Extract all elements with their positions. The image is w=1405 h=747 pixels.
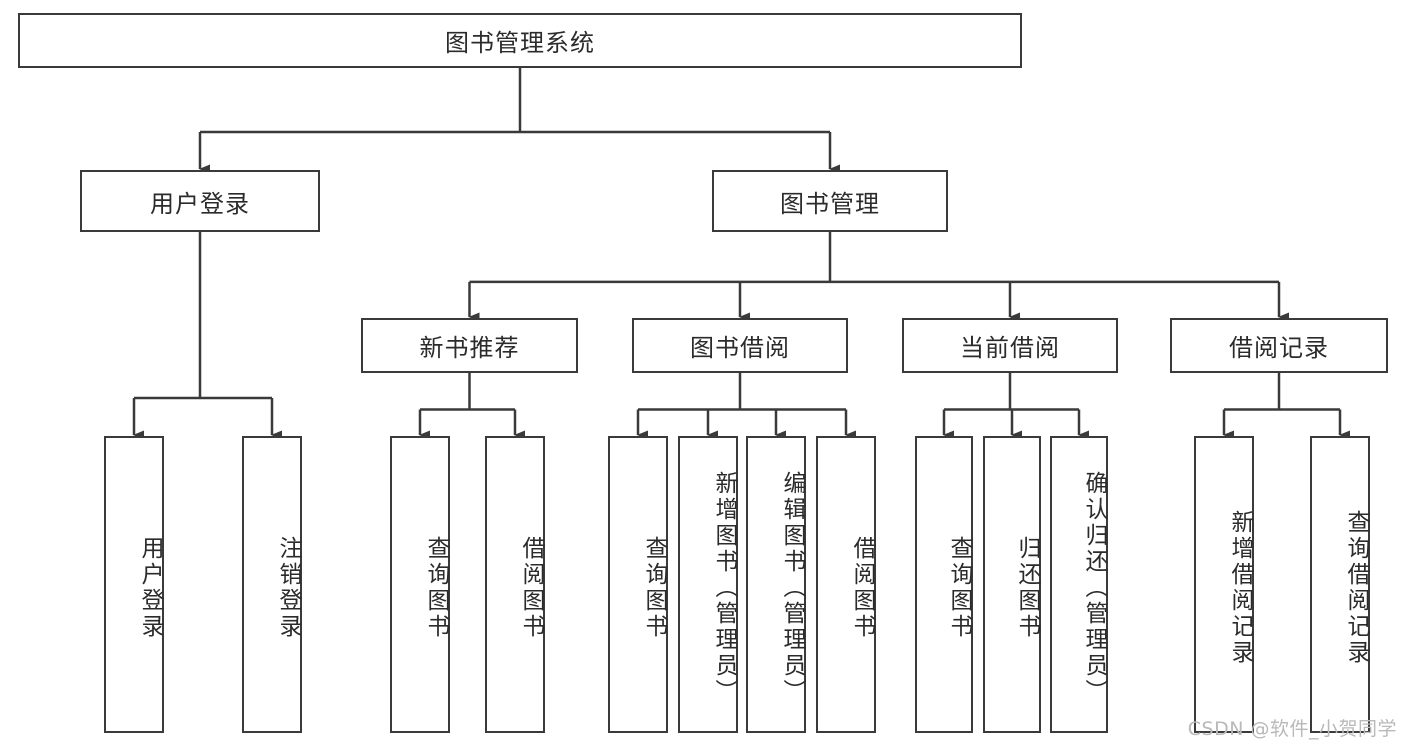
node-leaf-borrow-book-2[interactable]: 借阅图书 [816, 436, 876, 733]
node-label: 借阅图书 [849, 535, 875, 640]
node-label: 查询图书 [423, 535, 449, 640]
node-leaf-query-record[interactable]: 查询借阅记录 [1310, 436, 1370, 733]
node-label: 编辑图书（管理员） [779, 470, 805, 705]
node-leaf-borrow-book-1[interactable]: 借阅图书 [485, 436, 545, 733]
connector-group [132, 68, 1350, 440]
node-leaf-logout[interactable]: 注销登录 [242, 436, 302, 733]
node-label: 查询借阅记录 [1343, 509, 1369, 666]
node-label: 借阅图书 [518, 535, 544, 640]
node-label: 新增图书（管理员） [711, 470, 737, 705]
node-label: 图书管理 [780, 189, 880, 218]
node-leaf-return-book[interactable]: 归还图书 [983, 436, 1041, 733]
node-label: 注销登录 [275, 535, 301, 640]
node-label: 图书管理系统 [445, 29, 595, 57]
node-leaf-add-record[interactable]: 新增借阅记录 [1194, 436, 1254, 733]
node-label: 归还图书 [1014, 535, 1040, 640]
node-label: 图书借阅 [690, 334, 790, 362]
node-leaf-query-book-3[interactable]: 查询图书 [915, 436, 973, 733]
node-current-borrow[interactable]: 当前借阅 [902, 318, 1118, 373]
node-root[interactable]: 图书管理系统 [18, 13, 1022, 68]
node-user-login[interactable]: 用户登录 [80, 170, 320, 232]
node-book-manage[interactable]: 图书管理 [712, 170, 948, 232]
node-book-borrow[interactable]: 图书借阅 [632, 318, 848, 373]
node-label: 查询图书 [946, 535, 972, 640]
node-label: 新增借阅记录 [1227, 509, 1253, 666]
node-new-book-rec[interactable]: 新书推荐 [361, 318, 578, 373]
node-leaf-confirm-return[interactable]: 确认归还（管理员） [1050, 436, 1108, 733]
node-label: 当前借阅 [960, 334, 1060, 362]
node-label: 新书推荐 [419, 334, 520, 362]
node-leaf-add-book[interactable]: 新增图书（管理员） [678, 436, 738, 733]
node-label: 用户登录 [150, 189, 250, 218]
node-leaf-query-book-1[interactable]: 查询图书 [390, 436, 450, 733]
node-label: 确认归还（管理员） [1081, 470, 1107, 705]
node-label: 借阅记录 [1229, 334, 1329, 362]
node-borrow-record[interactable]: 借阅记录 [1170, 318, 1388, 373]
node-label: 用户登录 [137, 535, 163, 640]
node-leaf-edit-book[interactable]: 编辑图书（管理员） [746, 436, 806, 733]
node-label: 查询图书 [641, 535, 667, 640]
node-leaf-user-login[interactable]: 用户登录 [104, 436, 164, 733]
node-leaf-query-book-2[interactable]: 查询图书 [608, 436, 668, 733]
